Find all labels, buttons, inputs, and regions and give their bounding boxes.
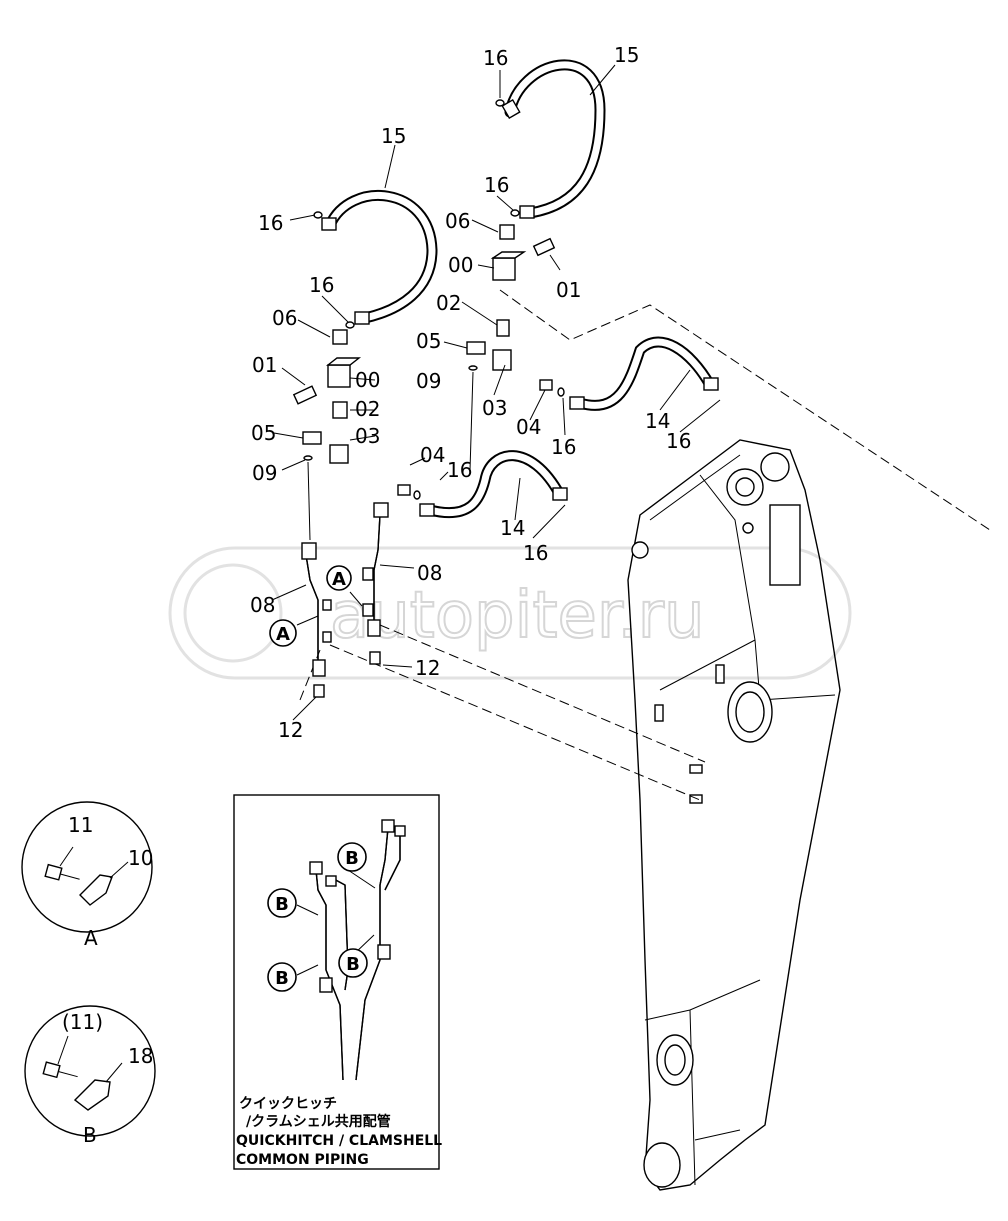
callout-14-r: 14 [645,409,670,433]
callout-08-r: 08 [417,561,442,585]
svg-text:B: B [275,894,289,915]
marker-b2: B [267,962,297,992]
pipe-08-right [362,502,389,665]
callout-16-r2: 16 [551,435,576,459]
marker-b4: B [338,948,368,978]
watermark-text: autopiter.ru [330,579,705,653]
callout-16-top: 16 [483,46,508,70]
hose-15-right [501,59,606,219]
detail-b-bolt-label: (11) [62,1010,103,1034]
callout-01-r: 01 [556,278,581,302]
callout-16-l: 16 [309,273,334,297]
callout-16-l2: 16 [447,458,472,482]
callout-06-r: 06 [445,209,470,233]
fittings-left [292,211,421,541]
callout-08-l: 08 [250,593,275,617]
callout-06-l: 06 [272,306,297,330]
detail-b-title: B [83,1123,97,1147]
callout-03-l: 03 [355,424,380,448]
callout-12-l: 12 [278,718,303,742]
callout-01-l: 01 [252,353,277,377]
detail-b: (11) 18 B [24,1005,156,1147]
inset-caption-jp1: クイックヒッチ [239,1096,337,1112]
callout-02-l: 02 [355,397,380,421]
marker-b1: B [267,888,297,918]
leader-lines [271,64,721,721]
svg-text:B: B [346,954,360,975]
svg-text:A: A [276,624,290,645]
dash-leaders [299,289,991,801]
callout-09-r: 09 [416,369,441,393]
marker-a1: A [326,565,352,591]
callout-14-l: 14 [500,516,525,540]
fittings-right [466,99,565,471]
callout-16-l3: 16 [523,541,548,565]
inset-caption-en2: COMMON PIPING [236,1152,369,1168]
callout-02-r: 02 [436,291,461,315]
callout-05-r: 05 [416,329,441,353]
callout-09-l: 09 [252,461,277,485]
callout-05-l: 05 [251,421,276,445]
callout-16-r3: 16 [666,429,691,453]
detail-a: 11 10 A [21,801,153,950]
callout-03-r: 03 [482,396,507,420]
hose-14-right [569,336,719,411]
callout-16-r: 16 [484,173,509,197]
inset-caption-jp2: /クラムシェル共用配管 [246,1113,391,1130]
hose-15-left [321,189,438,325]
callout-labels: 16 15 15 16 16 06 00 01 16 06 02 05 09 0… [250,43,691,742]
callout-00-r: 00 [448,253,473,277]
watermark: autopiter.ru [168,546,852,680]
svg-text:B: B [275,968,289,989]
marker-b3: B [337,842,367,872]
detail-a-bolt-label: 11 [68,813,93,837]
inset-caption-en1: QUICKHITCH / CLAMSHELL [236,1133,442,1149]
detail-a-clamp-label: 10 [128,846,153,870]
pipe-08-left [301,542,332,698]
callout-16-left: 16 [258,211,283,235]
detail-b-clamp-label: 18 [128,1044,153,1068]
callout-00-l: 00 [355,368,380,392]
callout-15-top: 15 [614,43,639,67]
marker-a2: A [269,619,297,647]
callout-15-left: 15 [381,124,406,148]
callout-04-l: 04 [420,443,445,467]
inset-panel: B B B B クイックヒッチ /クラムシェル共用配管 QUICKHITCH /… [233,794,442,1170]
hose-14-left [419,450,568,519]
callout-12-r: 12 [415,656,440,680]
detail-a-title: A [84,926,98,950]
svg-text:B: B [345,848,359,869]
arm-boom [627,439,841,1191]
svg-text:A: A [332,569,346,590]
callout-04-r: 04 [516,415,541,439]
